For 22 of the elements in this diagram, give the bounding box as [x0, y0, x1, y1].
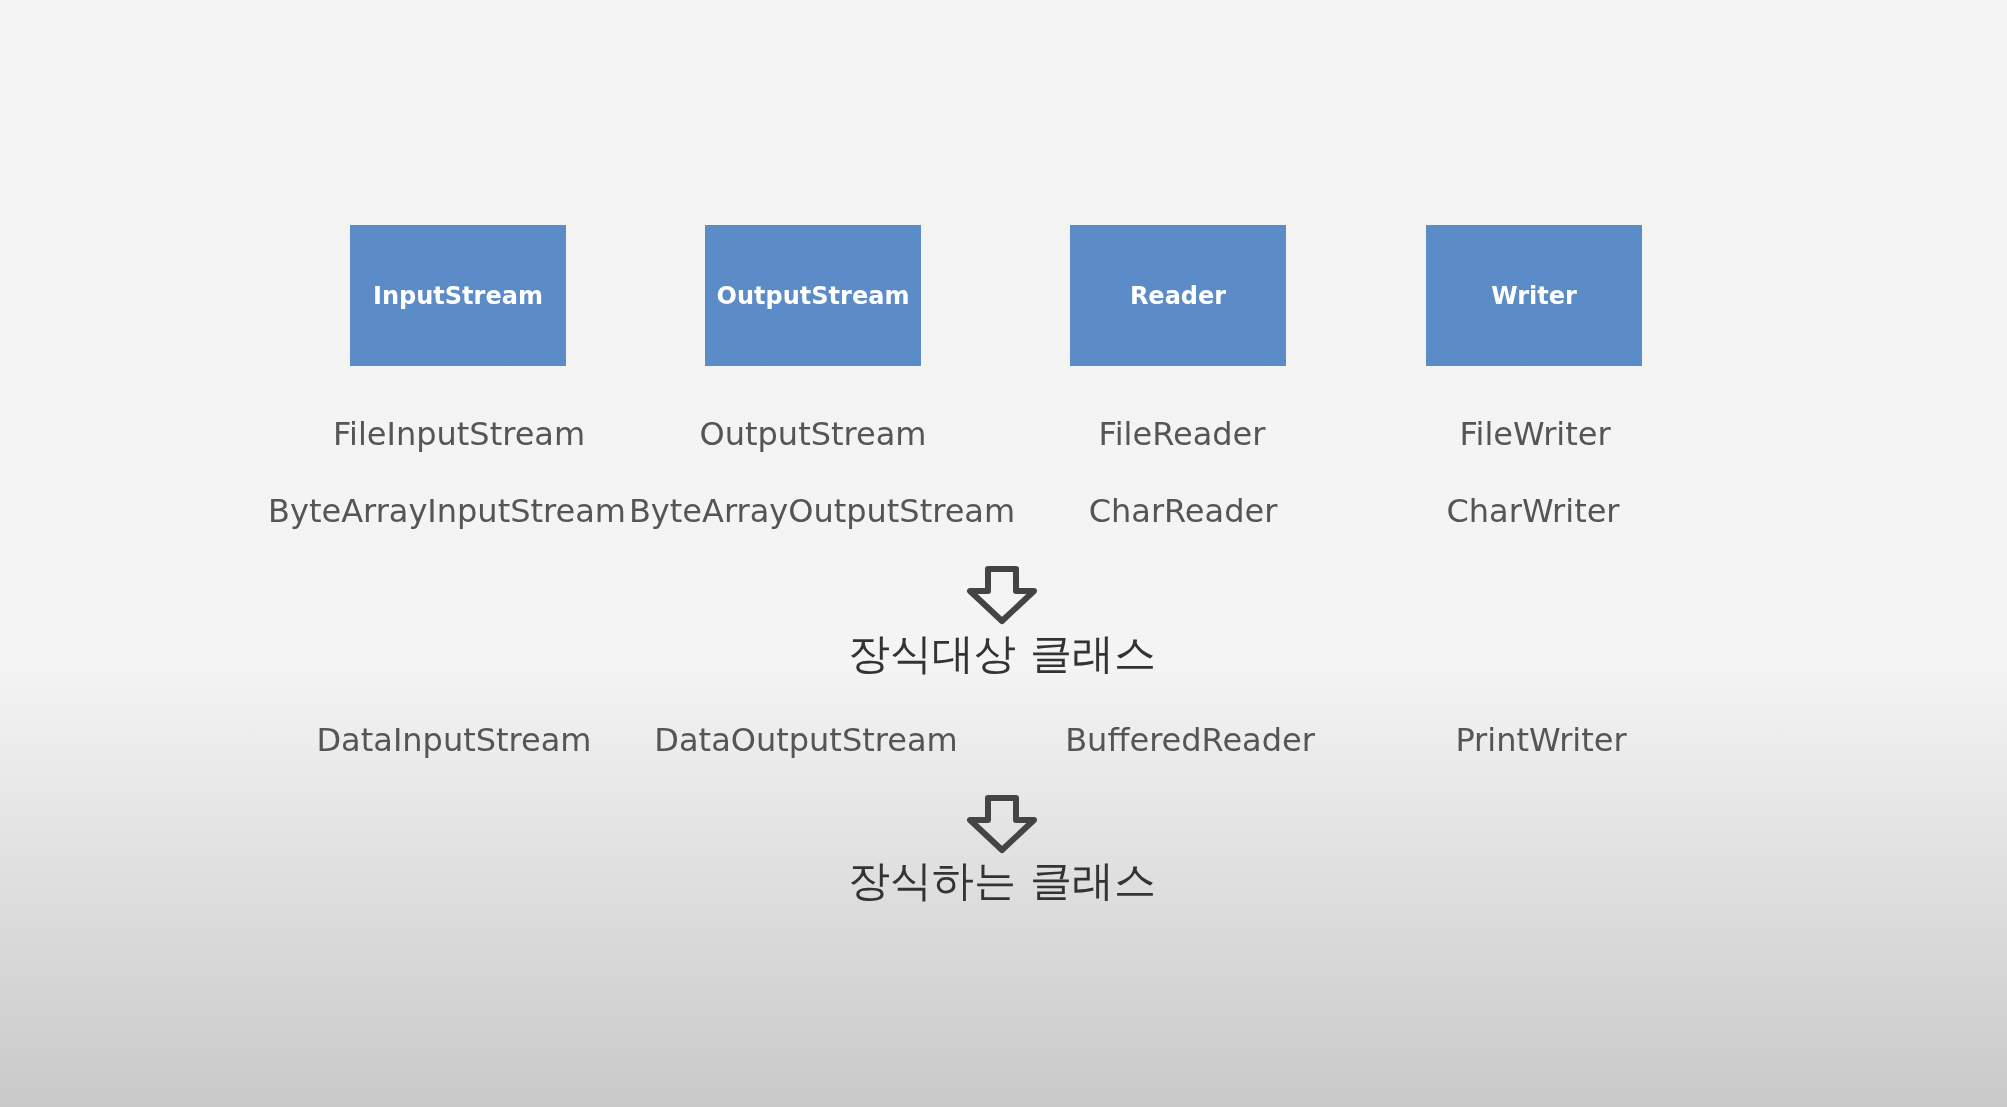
- class-box: [350, 225, 566, 366]
- class-name: ByteArrayOutputStream: [628, 492, 1016, 530]
- class-name: BufferedReader: [1065, 721, 1315, 759]
- class-name: OutputStream: [699, 415, 927, 453]
- class-name: CharReader: [1088, 492, 1278, 530]
- class-name: OutputStream: [716, 281, 910, 310]
- class-name: DataOutputStream: [654, 721, 958, 759]
- class-name: ByteArrayInputStream: [268, 492, 626, 530]
- class-name: FileReader: [1098, 415, 1266, 453]
- class-name: Writer: [1491, 281, 1577, 310]
- class-name: Reader: [1129, 281, 1227, 310]
- class-name: CharWriter: [1446, 492, 1620, 530]
- class-box: [1426, 225, 1642, 366]
- class-box: [1070, 225, 1286, 366]
- category-caption: 장식하는 클래스: [848, 855, 1156, 907]
- class-name: PrintWriter: [1455, 721, 1627, 759]
- class-box: [705, 225, 921, 366]
- class-name: FileInputStream: [332, 415, 586, 453]
- category-caption: 장식대상 클래스: [848, 628, 1156, 680]
- class-name: InputStream: [373, 281, 543, 310]
- class-name: DataInputStream: [316, 721, 592, 759]
- class-name: FileWriter: [1459, 415, 1611, 453]
